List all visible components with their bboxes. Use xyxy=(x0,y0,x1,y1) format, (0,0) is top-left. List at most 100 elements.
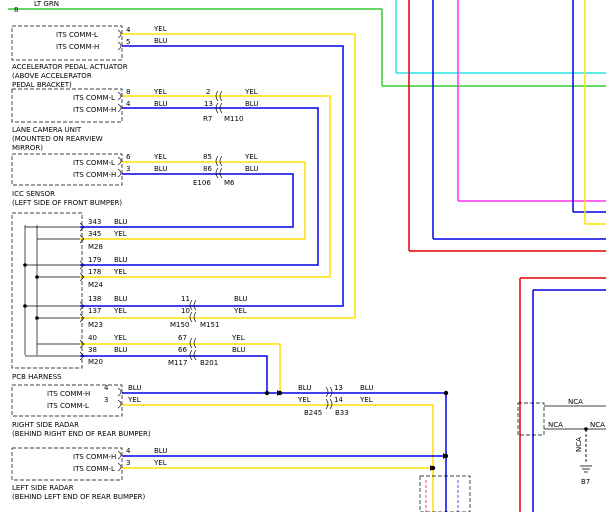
wire-color: YEL xyxy=(153,25,167,33)
pin-name: ITS COMM-H xyxy=(73,453,116,461)
inline-pin: 67 xyxy=(178,334,187,342)
component-label: (LEFT SIDE OF FRONT BUMPER) xyxy=(12,199,122,207)
wire-color: YEL xyxy=(113,334,127,342)
wire-color: BLU xyxy=(114,256,127,264)
component-label: (BEHIND LEFT END OF REAR BUMPER) xyxy=(12,493,146,501)
wire-color: BLU xyxy=(234,295,247,303)
accelerator-pedal-actuator: ITS COMM-L ITS COMM-H 4 5 YEL BLU ACCELE… xyxy=(11,25,167,89)
pin-number: 4 xyxy=(104,384,109,392)
pin-name: ITS COMM-L xyxy=(73,159,115,167)
wire-color: YEL xyxy=(297,396,311,404)
wire-color: BLU xyxy=(154,100,167,108)
top-wire-color: LT GRN xyxy=(34,0,59,8)
inline-pin: 13 xyxy=(334,384,343,392)
connector-id: B245 xyxy=(304,409,322,417)
icc-sensor: ITS COMM-L ITS COMM-H 6 3 YEL BLU 85 86 … xyxy=(11,153,258,207)
pin-number: 138 xyxy=(88,295,101,303)
connector-id: M110 xyxy=(224,115,243,123)
wire-color: YEL xyxy=(244,88,258,96)
connector-id: R7 xyxy=(203,115,212,123)
inline-pin: 10 xyxy=(181,307,190,315)
connector-id: M6 xyxy=(224,179,235,187)
top-pin: 8 xyxy=(14,6,18,14)
wire-color: YEL xyxy=(359,396,373,404)
pin-name: ITS COMM-L xyxy=(47,402,89,410)
harness-label: PCB HARNESS xyxy=(12,373,62,381)
pin-number: 137 xyxy=(88,307,101,315)
connector-id: M117 xyxy=(168,359,187,367)
component-label: (ABOVE ACCELERATOR xyxy=(12,72,92,80)
connector-id: M24 xyxy=(88,281,103,289)
connector-id: M28 xyxy=(88,243,103,251)
left-side-radar: ITS COMM-H ITS COMM-L 4 3 BLU YEL LEFT S… xyxy=(11,447,167,501)
inline-pin: 11 xyxy=(181,295,190,303)
wire-color: BLU xyxy=(232,346,245,354)
nca-block: NCA NCA NCA NCA B7 xyxy=(517,398,606,486)
bottom-connector xyxy=(419,475,471,512)
component-box xyxy=(11,447,123,481)
inline-pin: 86 xyxy=(203,165,212,173)
inline-pin: 85 xyxy=(203,153,212,161)
pin-number: 8 xyxy=(126,88,130,96)
wire-color: YEL xyxy=(153,153,167,161)
wire-color: BLU xyxy=(298,384,311,392)
wire-color: YEL xyxy=(113,230,127,238)
pin-number: 6 xyxy=(126,153,131,161)
wire-color: YEL xyxy=(231,334,245,342)
pin-name: ITS COMM-H xyxy=(47,390,90,398)
component-label: (MOUNTED ON REARVIEW xyxy=(12,135,103,143)
wire-color: YEL xyxy=(153,88,167,96)
inline-pin: 2 xyxy=(206,88,210,96)
wire-color: BLU xyxy=(114,346,127,354)
component-box xyxy=(11,88,123,123)
can-wires xyxy=(80,33,447,512)
lane-camera-unit: ITS COMM-L ITS COMM-H 8 4 YEL BLU 2 13 Y… xyxy=(11,88,258,152)
connector-id: M20 xyxy=(88,358,103,366)
component-label: RIGHT SIDE RADAR xyxy=(12,421,79,429)
inline-pin: 13 xyxy=(204,100,213,108)
wire-color: BLU xyxy=(114,218,127,226)
wire-color: YEL xyxy=(244,153,258,161)
pin-name: ITS COMM-L xyxy=(73,94,115,102)
wire-color: YEL xyxy=(127,396,141,404)
right-side-radar: ITS COMM-H ITS COMM-L 4 3 BLU YEL RIGHT … xyxy=(11,384,151,438)
wire-color: YEL xyxy=(113,268,127,276)
nca-label: NCA xyxy=(568,398,583,406)
pin-number: 38 xyxy=(88,346,97,354)
wire-color: BLU xyxy=(245,100,258,108)
pin-number: 4 xyxy=(126,100,131,108)
harness-box xyxy=(11,212,83,369)
pin-name: ITS COMM-H xyxy=(73,171,116,179)
connector-id: B201 xyxy=(200,359,218,367)
wire-color: YEL xyxy=(153,459,167,467)
wire-color: BLU xyxy=(114,295,127,303)
component-box xyxy=(11,384,123,417)
wire-color: BLU xyxy=(154,165,167,173)
component-label: LANE CAMERA UNIT xyxy=(12,126,82,134)
pin-number: 3 xyxy=(126,459,130,467)
component-label: PEDAL BRACKET) xyxy=(12,81,72,89)
connector-id: M150 xyxy=(170,321,189,329)
component-label: ICC SENSOR xyxy=(12,190,55,198)
component-label: (BEHIND RIGHT END OF REAR BUMPER) xyxy=(12,430,151,438)
pin-number: 179 xyxy=(88,256,101,264)
nca-label: NCA xyxy=(590,421,605,429)
pin-number: 343 xyxy=(88,218,101,226)
pin-number: 40 xyxy=(88,334,97,342)
pin-name: ITS COMM-L xyxy=(73,465,115,473)
component-box xyxy=(11,25,123,61)
pin-number: 3 xyxy=(126,165,130,173)
component-box xyxy=(11,153,123,186)
nca-label: NCA xyxy=(548,421,563,429)
pin-number: 4 xyxy=(126,26,131,34)
pin-number: 5 xyxy=(126,38,130,46)
wire-color: BLU xyxy=(154,447,167,455)
b245-b33-connector: BLU YEL 13 14 BLU YEL B245 B33 xyxy=(264,384,449,471)
pin-number: 3 xyxy=(104,396,108,404)
wire-color: BLU xyxy=(154,37,167,45)
pin-name: ITS COMM-H xyxy=(56,43,99,51)
right-wire-bundle xyxy=(8,0,606,512)
nca-label: NCA xyxy=(575,437,583,452)
connector-id: B33 xyxy=(335,409,349,417)
